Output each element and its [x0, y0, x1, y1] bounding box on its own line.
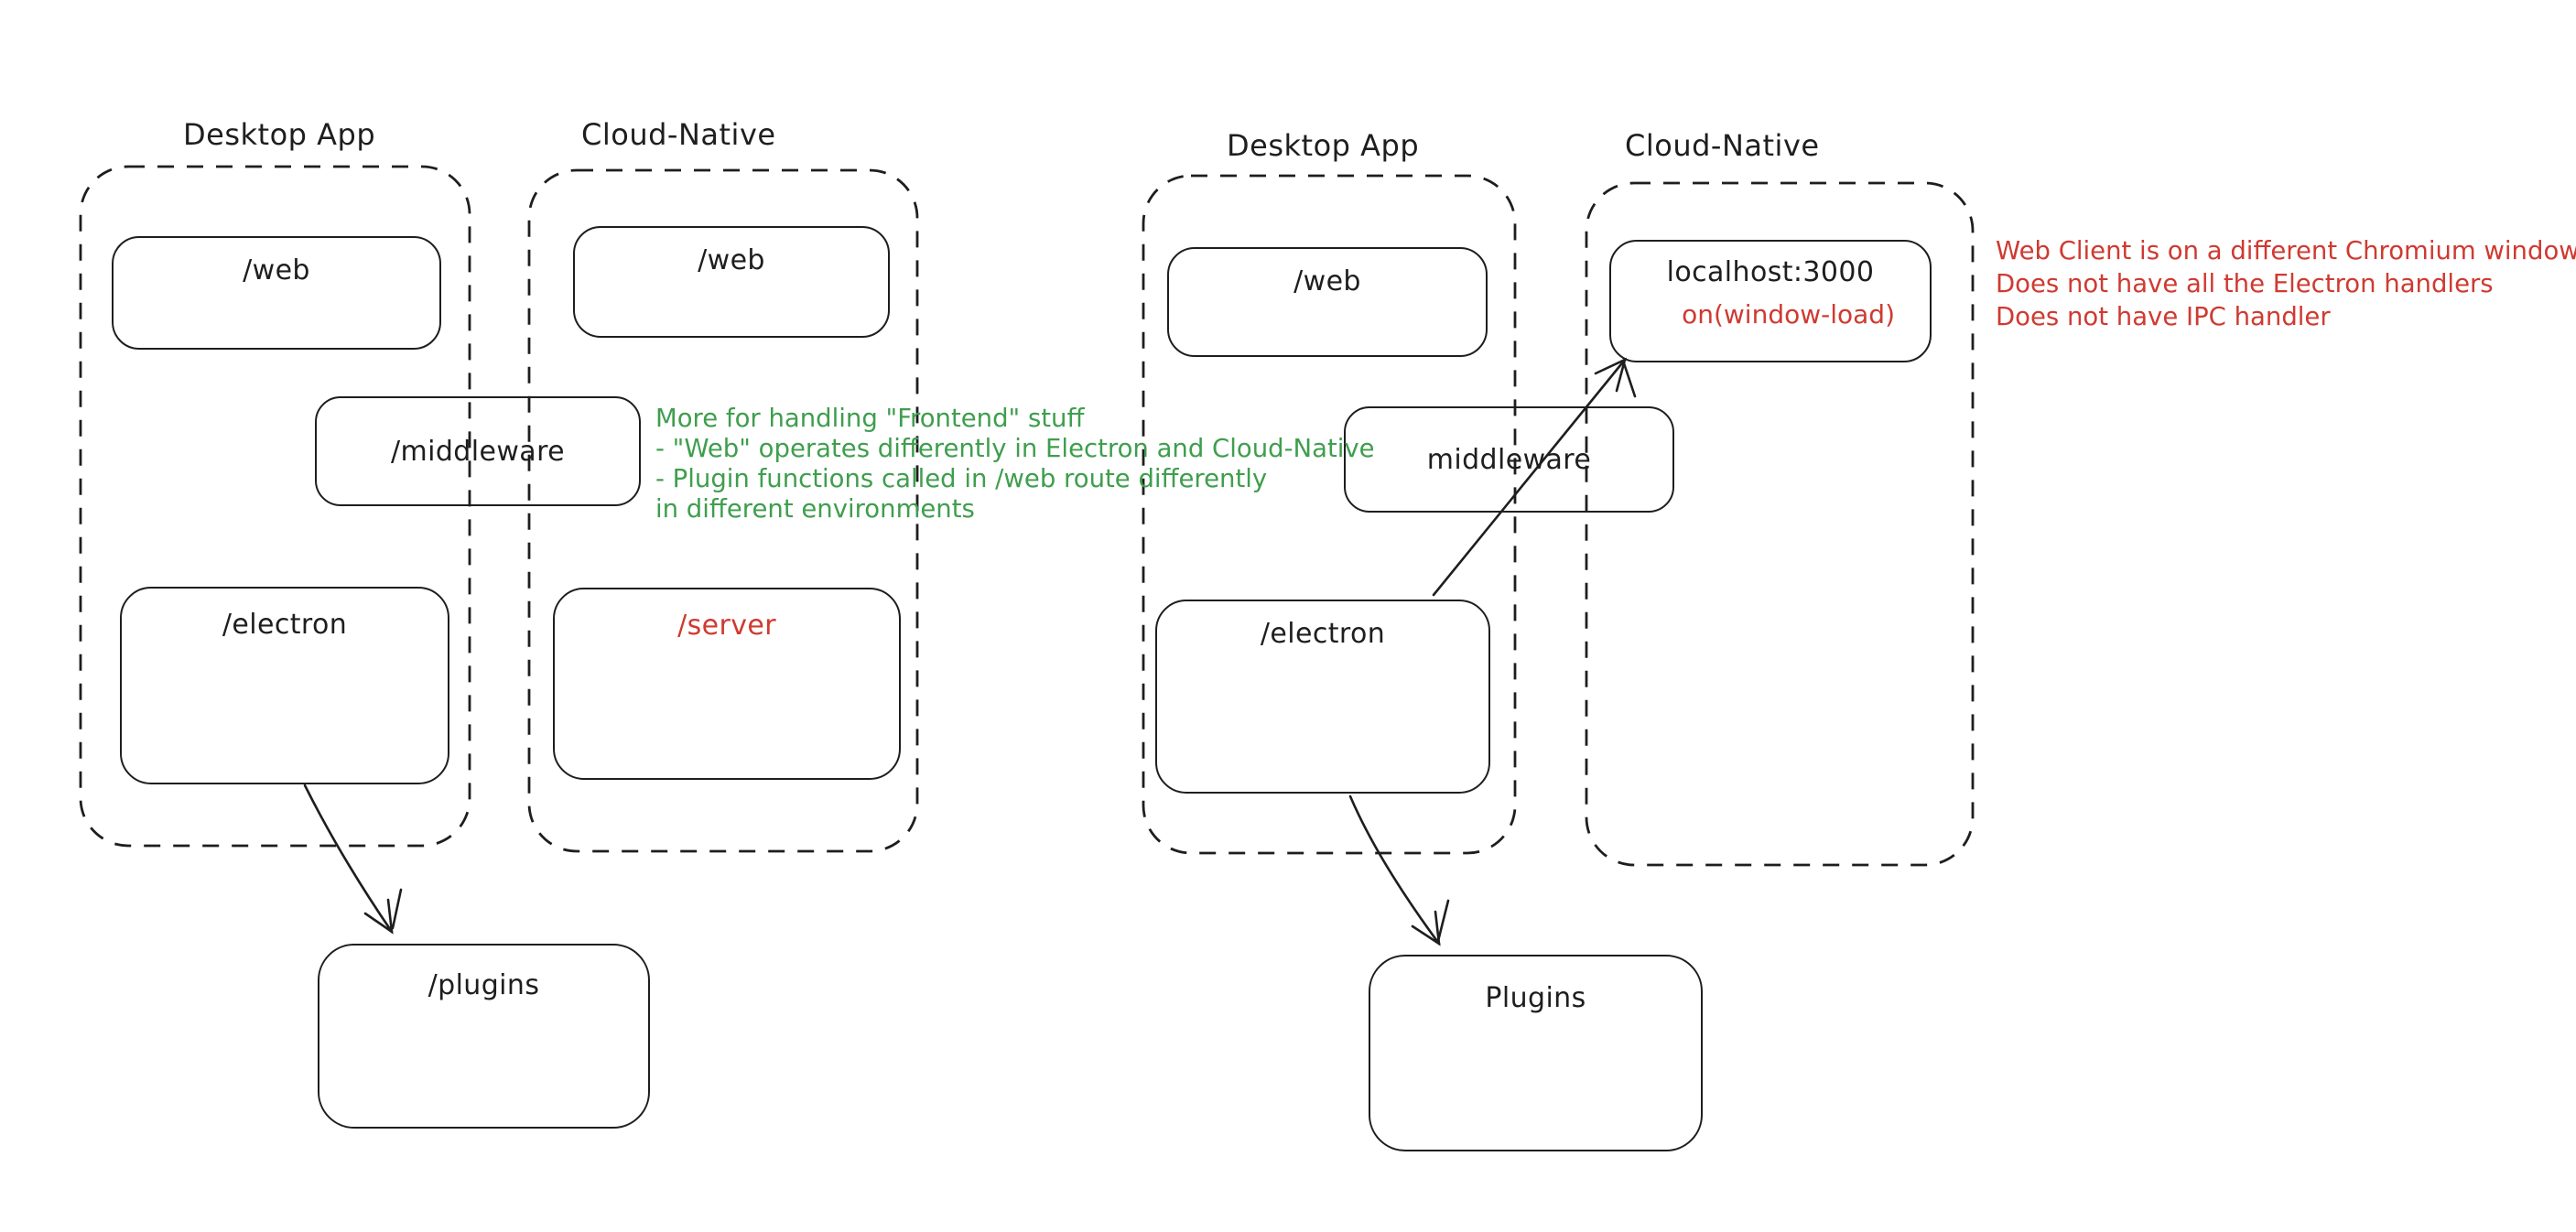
right-localhost-subtitle: on(window-load) [1682, 299, 1895, 330]
left-plugins-label: /plugins [428, 969, 540, 1001]
left-cloud-native-container[interactable] [527, 168, 919, 853]
green-note-line: - "Web" operates differently in Electron… [655, 434, 1375, 463]
red-note-line: Does not have all the Electron handlers [1996, 269, 2494, 298]
right-localhost-box[interactable]: localhost:3000 on(window-load) [1609, 240, 1932, 362]
left-web-desktop-label: /web [243, 254, 310, 286]
left-cloud-native-label[interactable]: Cloud-Native [581, 117, 776, 152]
left-server-box[interactable]: /server [553, 588, 901, 780]
left-web-desktop-box[interactable]: /web [112, 236, 441, 350]
right-middleware-label: middleware [1426, 443, 1592, 476]
red-note-line: Web Client is on a different Chromium wi… [1996, 236, 2576, 265]
right-desktop-app-container[interactable] [1142, 174, 1517, 855]
left-desktop-app-label[interactable]: Desktop App [183, 117, 376, 152]
right-web-desktop-box[interactable]: /web [1167, 247, 1488, 357]
green-note-line: More for handling "Frontend" stuff [655, 404, 1085, 433]
left-middleware-label: /middleware [391, 435, 565, 468]
green-note-line: in different environments [655, 494, 975, 524]
left-web-cloud-box[interactable]: /web [573, 226, 890, 338]
right-localhost-title: localhost:3000 [1666, 256, 1875, 288]
red-note-line: Does not have IPC handler [1996, 302, 2331, 331]
right-electron-label: /electron [1260, 618, 1386, 650]
green-note-line: - Plugin functions called in /web route … [655, 464, 1268, 493]
right-plugins-box[interactable]: Plugins [1369, 955, 1703, 1151]
right-web-desktop-label: /web [1293, 265, 1361, 297]
left-electron-label: /electron [222, 609, 348, 641]
left-server-label: /server [677, 610, 776, 642]
left-desktop-app-container[interactable] [79, 165, 471, 848]
right-middleware-box[interactable]: middleware [1344, 406, 1674, 513]
left-plugins-box[interactable]: /plugins [318, 944, 650, 1129]
red-note[interactable]: Web Client is on a different Chromium wi… [1996, 234, 2576, 333]
green-note[interactable]: More for handling "Frontend" stuff - "We… [655, 404, 1375, 524]
left-middleware-box[interactable]: /middleware [315, 396, 641, 506]
right-plugins-label: Plugins [1485, 982, 1586, 1014]
right-cloud-native-container[interactable] [1585, 181, 1975, 867]
right-cloud-native-label[interactable]: Cloud-Native [1625, 128, 1820, 163]
right-desktop-app-label[interactable]: Desktop App [1227, 128, 1420, 163]
left-web-cloud-label: /web [698, 244, 765, 276]
left-electron-box[interactable]: /electron [120, 587, 449, 784]
right-electron-box[interactable]: /electron [1155, 600, 1490, 794]
